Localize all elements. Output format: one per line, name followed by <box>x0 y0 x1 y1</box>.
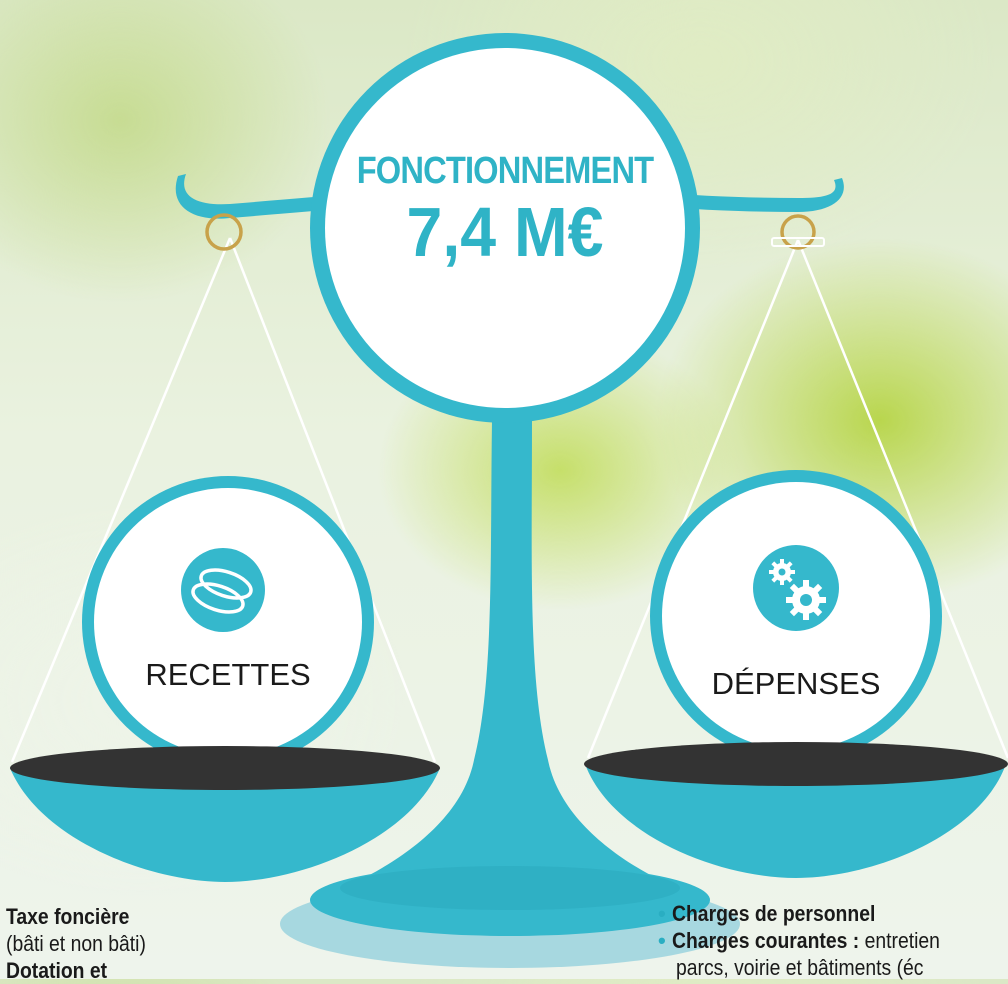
depenses-item-1: • Charges de personnel <box>658 901 876 926</box>
right-strings <box>586 239 1008 759</box>
beam-right-arm <box>650 178 844 212</box>
recettes-item-1-detail: (bâti et non bâti) <box>6 931 146 956</box>
scale-pillar <box>360 420 660 880</box>
coins-icon <box>181 548 265 632</box>
left-strings <box>10 237 437 763</box>
gears-icon <box>753 545 839 631</box>
recettes-item-1-title: Taxe foncière <box>6 904 130 929</box>
depenses-list: • Charges de personnel • Charges courant… <box>658 900 976 981</box>
depenses-item-2-line2: parcs, voirie et bâtiments (éc <box>676 955 924 980</box>
hub-title: FONCTIONNEMENT <box>356 150 654 192</box>
recettes-label: RECETTES <box>145 657 311 692</box>
hub-amount: 7,4 M€ <box>406 193 604 271</box>
depenses-label: DÉPENSES <box>711 666 881 701</box>
recettes-item-2-title: Dotation et <box>6 958 108 983</box>
left-hook-ring <box>205 213 243 251</box>
right-hook-ring <box>780 214 816 250</box>
recettes-list: Taxe foncière (bâti et non bâti) Dotatio… <box>6 903 165 984</box>
depenses-item-2: • Charges courantes : entretien <box>658 928 940 953</box>
